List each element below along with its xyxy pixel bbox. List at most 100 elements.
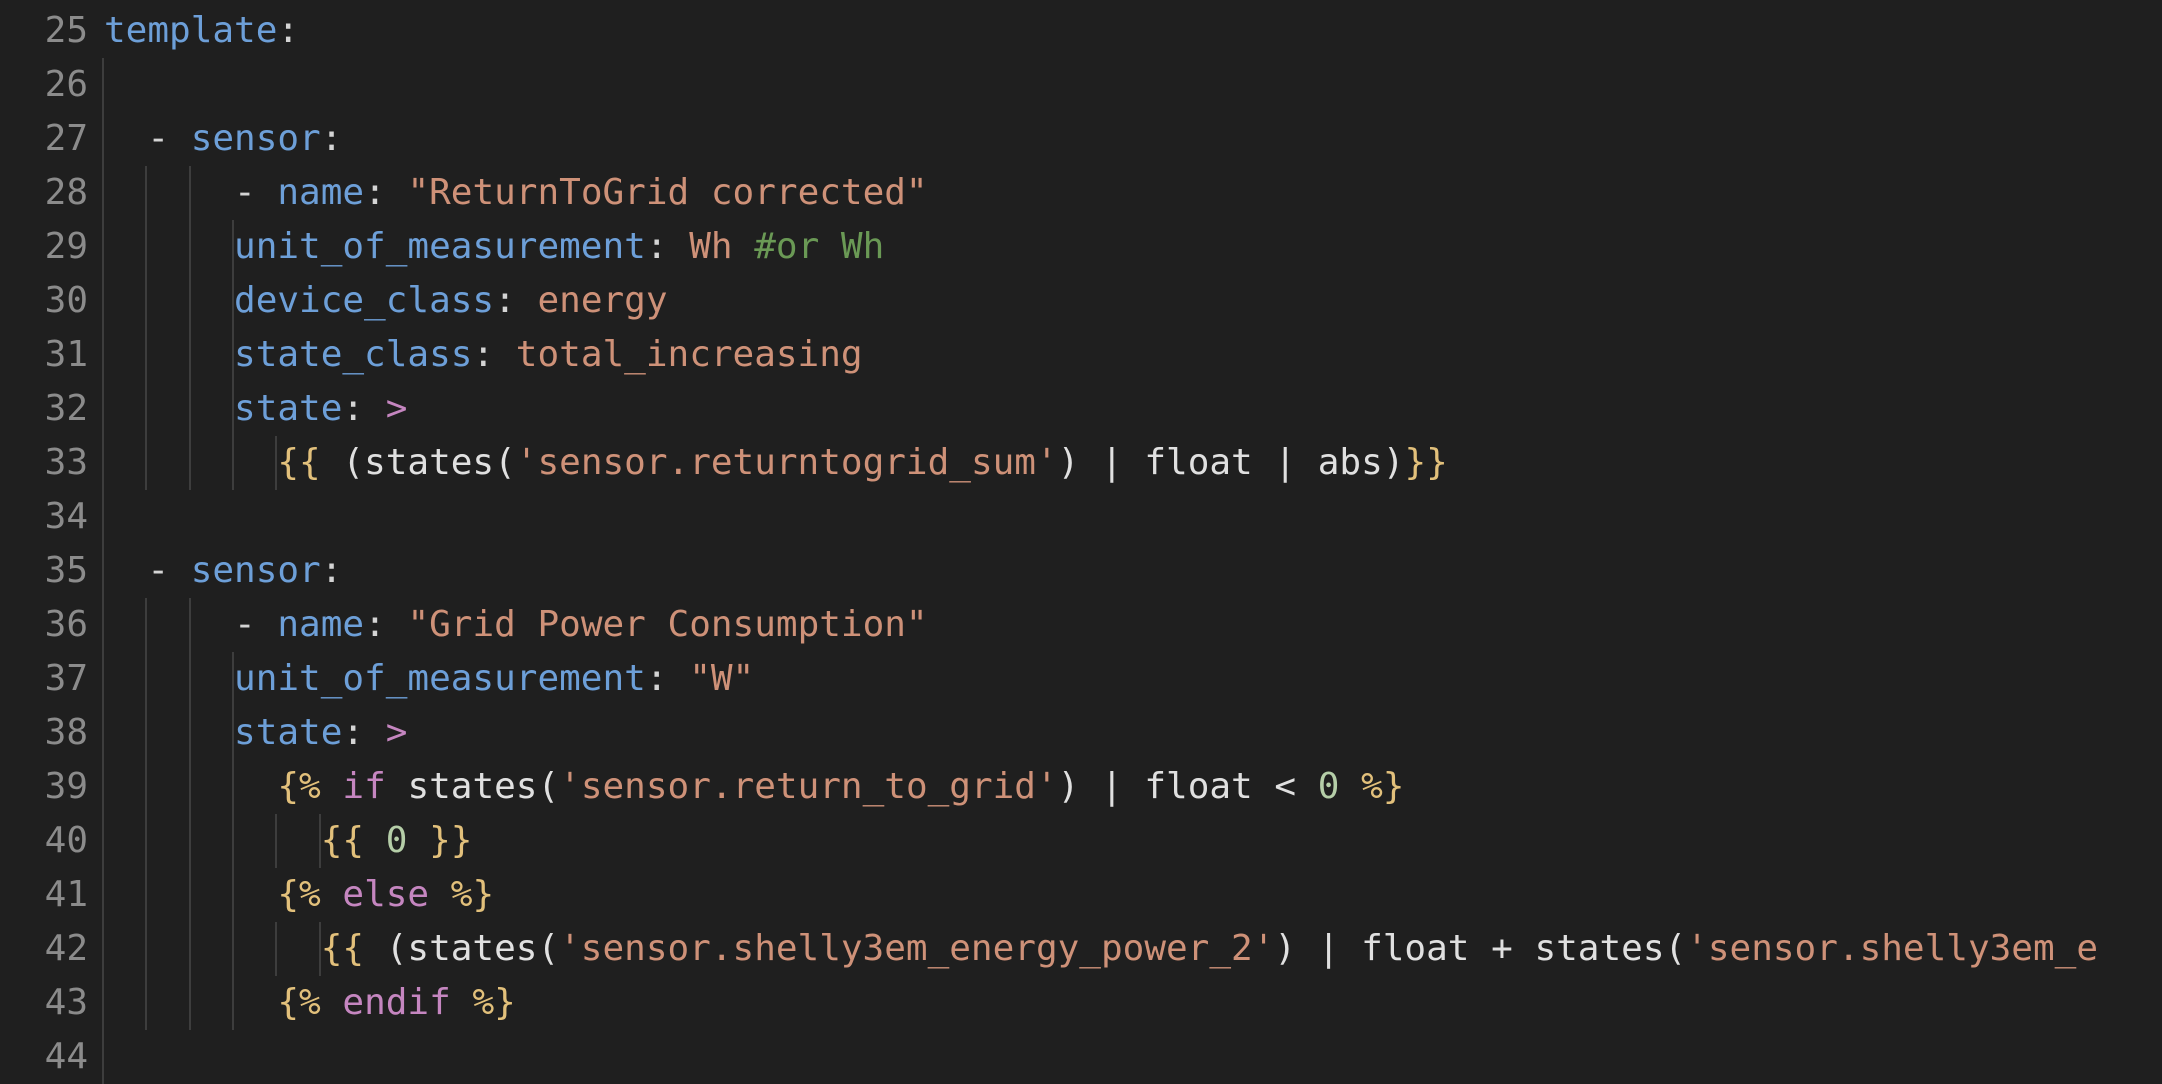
line-code: {{ (states('sensor.shelly3em_energy_powe… [321, 922, 2098, 976]
indent-guide [232, 652, 235, 1030]
line-code: - name: "ReturnToGrid corrected" [234, 166, 928, 220]
token: : [364, 604, 408, 645]
indent-guide [145, 166, 148, 490]
token: else [342, 874, 430, 915]
token: : [645, 658, 690, 699]
token: if [342, 766, 386, 807]
token: (states( [320, 442, 516, 483]
token: : [320, 550, 343, 591]
code-line[interactable]: 34 [0, 490, 2162, 544]
token: ) | float + states( [1274, 928, 1687, 969]
line-number: 37 [44, 658, 88, 699]
indent-guide [188, 598, 191, 1030]
line-number: 39 [44, 766, 88, 807]
code-line[interactable]: 32 state: > [0, 382, 2162, 436]
line-number: 30 [44, 280, 88, 321]
line-number: 32 [44, 388, 88, 429]
token [451, 982, 473, 1023]
line-number: 25 [44, 10, 88, 51]
token: total_increasing [515, 334, 863, 375]
line-number: 35 [44, 550, 88, 591]
token: #or Wh [754, 226, 885, 267]
line-number: 34 [44, 496, 88, 537]
line-code: state: > [234, 382, 407, 436]
code-line[interactable]: 44 [0, 1030, 2162, 1084]
code-line[interactable]: 43{% endif %} [0, 976, 2162, 1030]
line-number: 40 [44, 820, 88, 861]
indent-guide [145, 598, 148, 1030]
line-code: template: [104, 4, 299, 58]
line-code: state: > [234, 706, 407, 760]
code-line[interactable]: 27 - sensor: [0, 112, 2162, 166]
line-number: 29 [44, 226, 88, 267]
line-code: {{ (states('sensor.returntogrid_sum') | … [277, 436, 1447, 490]
token [321, 874, 343, 915]
token [1339, 766, 1361, 807]
token [407, 820, 429, 861]
token: sensor [190, 550, 321, 591]
token: "W" [689, 658, 755, 699]
token: name [277, 604, 365, 645]
token: %} [472, 982, 516, 1023]
token: name [277, 172, 365, 213]
token: {% [277, 766, 321, 807]
code-line[interactable]: 31 state_class: total_increasing [0, 328, 2162, 382]
code-line[interactable]: 40 {{ 0 }} [0, 814, 2162, 868]
line-number: 26 [44, 64, 88, 105]
line-number: 27 [44, 118, 88, 159]
code-line[interactable]: 28- name: "ReturnToGrid corrected" [0, 166, 2162, 220]
token: : [342, 388, 386, 429]
code-line[interactable]: 30 device_class: energy [0, 274, 2162, 328]
code-line[interactable]: 26 [0, 58, 2162, 112]
indent-guide [318, 922, 321, 976]
line-number: 43 [44, 982, 88, 1023]
token: %} [450, 874, 495, 915]
token: : [320, 118, 343, 159]
token: "Grid Power Consumption" [407, 604, 928, 645]
code-line[interactable]: 42{{ (states('sensor.shelly3em_energy_po… [0, 922, 2162, 976]
token: sensor [190, 118, 321, 159]
token [321, 766, 343, 807]
indent-guide [275, 814, 278, 868]
line-code: {% if states('sensor.return_to_grid') | … [277, 760, 1404, 814]
token: state [234, 712, 343, 753]
token: 0 [1317, 766, 1340, 807]
code-line[interactable]: 41{% else %} [0, 868, 2162, 922]
line-code: device_class: energy [234, 274, 668, 328]
token: - [147, 550, 191, 591]
code-line[interactable]: 25 template: [0, 4, 2162, 58]
indent-guide [275, 922, 278, 976]
token: endif [342, 982, 451, 1023]
line-number: 33 [44, 442, 88, 483]
token: : [472, 334, 516, 375]
code-line[interactable]: 35 - sensor: [0, 544, 2162, 598]
indent-guide [232, 220, 235, 490]
line-number: 36 [44, 604, 88, 645]
token: states( [385, 766, 560, 807]
token: 'sensor.returntogrid_sum' [515, 442, 1058, 483]
code-line[interactable]: 36 - name: "Grid Power Consumption" [0, 598, 2162, 652]
token: - [147, 118, 191, 159]
line-number: 44 [44, 1036, 88, 1077]
token: device_class [234, 280, 495, 321]
token [321, 982, 343, 1023]
line-code: {{ 0 }} [321, 814, 473, 868]
token: 0 [385, 820, 408, 861]
token: : [645, 226, 690, 267]
indent-guide [102, 58, 104, 1084]
token: ) | float < [1057, 766, 1318, 807]
line-code: state_class: total_increasing [234, 328, 863, 382]
token: - [234, 604, 278, 645]
line-number: 31 [44, 334, 88, 375]
line-number: 41 [44, 874, 88, 915]
code-line[interactable]: 33 {{ (states('sensor.returntogrid_sum') … [0, 436, 2162, 490]
code-line[interactable]: 39 {% if states('sensor.return_to_grid') … [0, 760, 2162, 814]
line-code: - sensor: [147, 112, 342, 166]
token: : [277, 10, 300, 51]
token: > [385, 388, 408, 429]
token: > [385, 712, 408, 753]
